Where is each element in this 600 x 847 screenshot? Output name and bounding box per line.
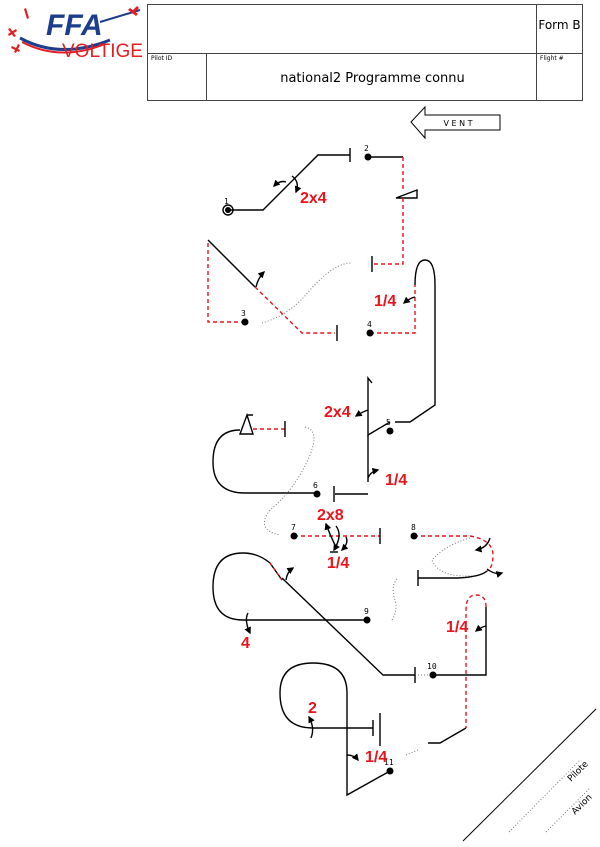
figure-number-10: 10 [427, 662, 437, 671]
start-dot-5 [386, 427, 394, 435]
roll-label-8: 1/4 [446, 619, 468, 636]
wind-arrow: V E N T [410, 105, 501, 140]
pilot-id-field: Pilot ID [148, 53, 207, 101]
figure-number-2: 2 [364, 144, 369, 153]
start-dot-3 [241, 318, 249, 326]
header-top-row: Form B [148, 5, 582, 54]
figure-10 [414, 594, 487, 728]
roll-label-7: 4 [241, 635, 250, 652]
roll-label-6: 1/4 [327, 555, 349, 572]
figure-number-9: 9 [364, 607, 369, 616]
roll-label-10: 1/4 [365, 749, 387, 766]
logo-ffa-text: FFA [46, 9, 103, 42]
start-dot-11 [386, 767, 394, 775]
start-dot-6 [313, 490, 321, 498]
roll-label-2: 1/4 [374, 293, 396, 310]
figure-number-8: 8 [411, 523, 416, 532]
figure-11 [279, 662, 467, 797]
figure-2 [368, 156, 418, 272]
roll-label-5: 2x8 [317, 507, 344, 524]
ffa-voltige-logo: FFA VOLTIGE [8, 6, 143, 62]
figure-number-4: 4 [367, 320, 372, 329]
wind-label: V E N T [443, 119, 472, 128]
pilot-position-label: Pilote [566, 759, 591, 784]
pilot-id-label: Pilot ID [151, 55, 173, 62]
figure-number-1: 1 [224, 197, 229, 206]
figure-number-6: 6 [313, 481, 318, 490]
corner-reference [462, 708, 597, 842]
start-dot-8 [410, 532, 418, 540]
aircraft-position-label: Avion [570, 793, 595, 818]
figure-3 [207, 239, 353, 341]
figure-7 [294, 522, 381, 553]
figure-5 [333, 376, 391, 502]
figure-1 [222, 148, 351, 216]
form-label: Form B [536, 5, 582, 53]
figure-number-3: 3 [241, 309, 246, 318]
figure-number-7: 7 [291, 523, 296, 532]
start-dot-2 [364, 153, 372, 161]
flight-number-field: Flight # [536, 53, 582, 101]
programme-title: national2 Programme connu [280, 71, 465, 86]
figure-9 [212, 552, 415, 676]
flight-number-label: Flight # [540, 55, 564, 62]
roll-label-3: 2x4 [324, 404, 351, 421]
logo-voltige-text: VOLTIGE [62, 41, 143, 62]
roll-label-9: 2 [308, 700, 317, 717]
start-dot-4 [366, 329, 374, 337]
start-dot-9 [363, 616, 371, 624]
figure-4 [370, 259, 436, 423]
roll-label-1: 2x4 [300, 190, 327, 207]
figure-number-11: 11 [384, 758, 394, 767]
figure-number-5: 5 [386, 418, 391, 427]
figure-8 [414, 535, 504, 586]
form-header: Form B Pilot ID national2 Programme conn… [147, 4, 583, 101]
start-dot-1 [225, 207, 231, 213]
start-dot-7 [290, 532, 298, 540]
figure-start-dots [225, 153, 437, 775]
roll-label-4: 1/4 [385, 472, 407, 489]
figure-6 [212, 412, 317, 536]
start-dot-10 [429, 671, 437, 679]
